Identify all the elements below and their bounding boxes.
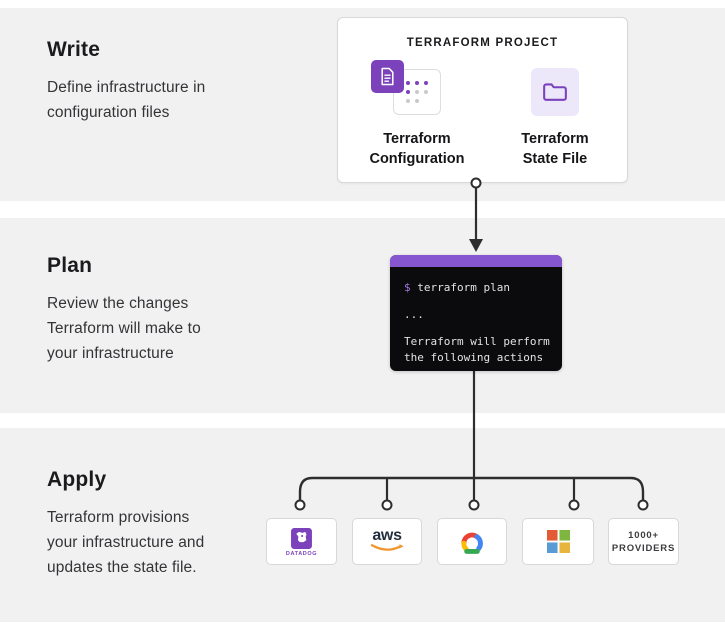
terraform-configuration-icon — [371, 60, 404, 93]
apply-description: Terraform provisions your infrastructure… — [47, 509, 205, 576]
apply-heading: Apply — [47, 468, 107, 491]
microsoft-icon — [546, 530, 570, 553]
provider-card-google-cloud — [437, 518, 507, 565]
datadog-label: DATADOG — [285, 550, 318, 557]
provider-card-aws: aws — [352, 518, 422, 565]
write-heading: Write — [47, 38, 101, 61]
folder-icon — [543, 83, 567, 101]
provider-card-more: 1000+ PROVIDERS — [608, 518, 679, 565]
terminal-output: $ terraform plan ... Terraform will perf… — [390, 267, 562, 365]
document-icon — [381, 67, 394, 86]
write-section: Write Define infrastructure in configura… — [47, 38, 297, 125]
terraform-state-file-label: Terraform State File — [521, 131, 589, 167]
aws-icon: aws — [372, 527, 402, 544]
terminal-window: $ terraform plan ... Terraform will perf… — [390, 255, 562, 371]
background-band-plan — [0, 218, 725, 413]
configuration-dots-card — [393, 69, 441, 115]
provider-card-microsoft — [522, 518, 594, 565]
write-description: Define infrastructure in configuration f… — [47, 79, 206, 121]
terraform-state-file-icon — [531, 68, 579, 116]
terminal-command-line: $ terraform plan — [404, 281, 510, 294]
terraform-project-card: TERRAFORM PROJECT Terraform Configuratio… — [337, 17, 628, 183]
provider-card-datadog: DATADOG — [266, 518, 337, 565]
prompt-symbol: $ — [404, 281, 411, 294]
providers-more-label: 1000+ PROVIDERS — [611, 529, 676, 554]
dots-grid-icon — [406, 81, 428, 103]
datadog-icon — [291, 527, 312, 549]
terraform-configuration-label: Terraform Configuration — [369, 131, 465, 167]
terminal-titlebar — [390, 255, 562, 267]
plan-heading: Plan — [47, 254, 93, 277]
plan-section: Plan Review the changes Terraform will m… — [47, 254, 297, 366]
google-cloud-icon — [461, 532, 483, 554]
project-card-title: TERRAFORM PROJECT — [406, 37, 559, 49]
plan-description: Review the changes Terraform will make t… — [47, 295, 201, 362]
apply-section: Apply Terraform provisions your infrastr… — [47, 468, 297, 580]
aws-smile-icon — [370, 544, 404, 551]
